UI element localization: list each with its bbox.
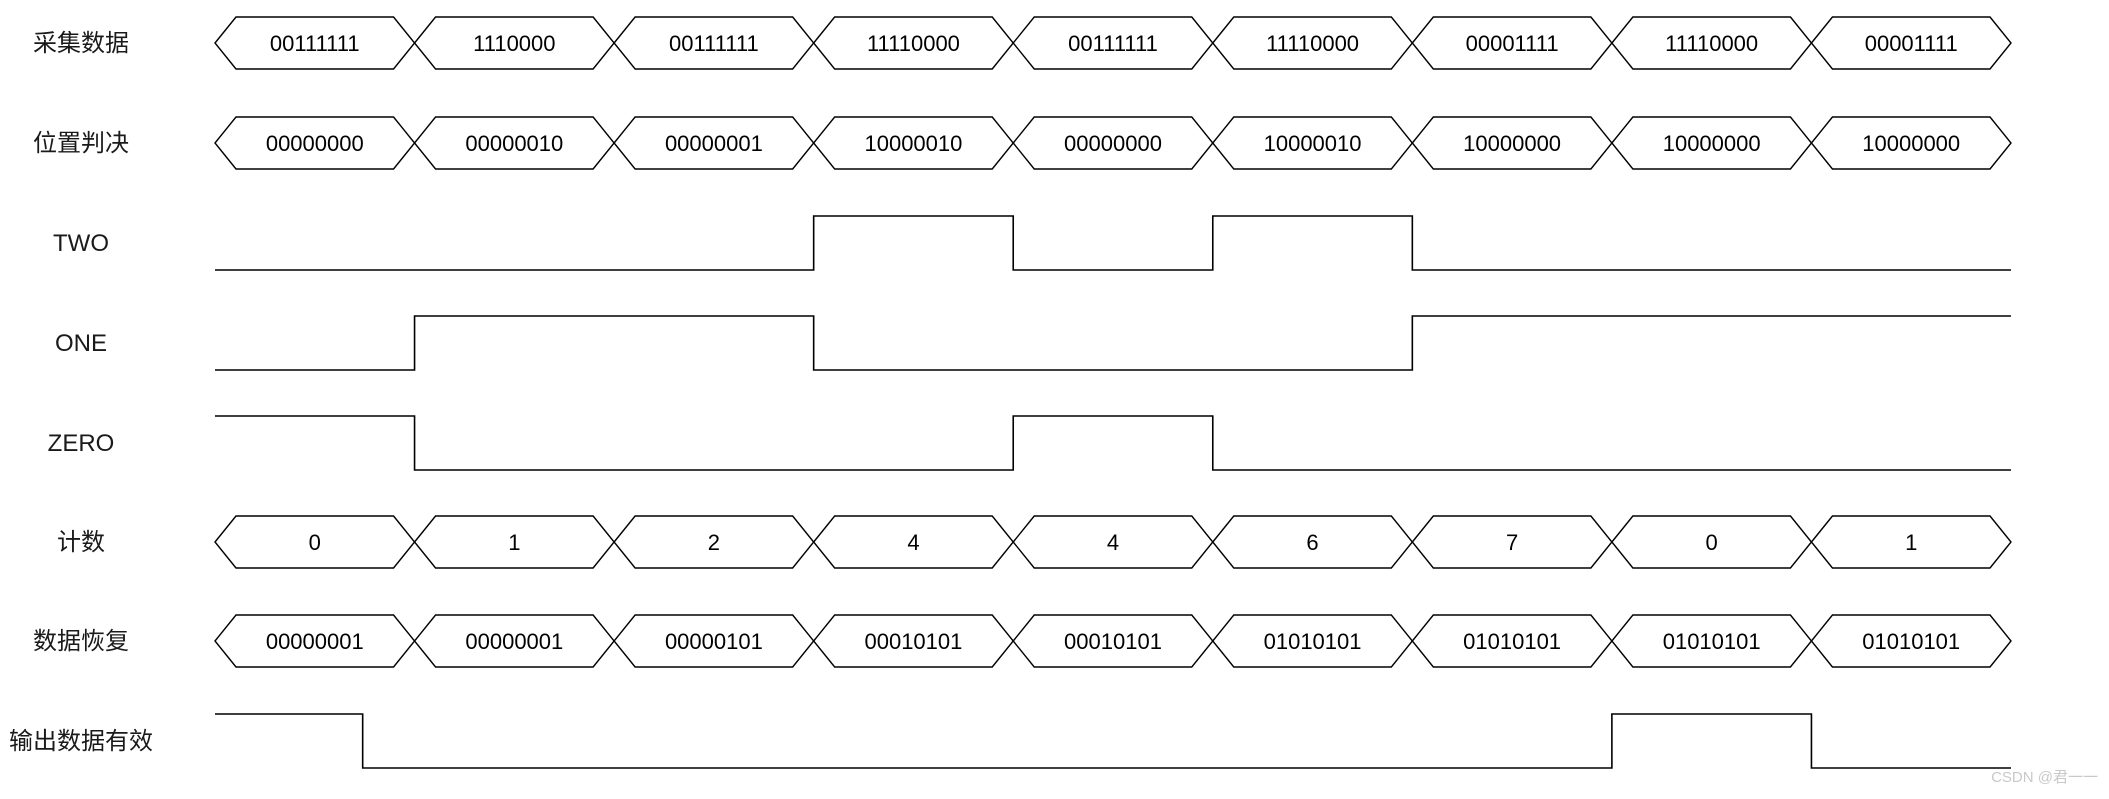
row-label-one: ONE <box>55 330 107 357</box>
watermark: CSDN @君一一 <box>1991 769 2098 786</box>
bus-value: 10000010 <box>1264 131 1362 156</box>
row-label-shuju-huifu: 数据恢复 <box>33 628 129 655</box>
bus-value: 11110000 <box>1266 31 1359 56</box>
bus-value: 10000000 <box>1862 131 1960 156</box>
bus-value: 01010101 <box>1862 629 1960 654</box>
bus-value: 01010101 <box>1264 629 1362 654</box>
bus-value: 00000000 <box>266 131 364 156</box>
row-label-jishu: 计数 <box>57 529 105 556</box>
bus-value: 00000001 <box>465 629 563 654</box>
bus-value: 1 <box>508 530 520 555</box>
bus-row-shuju-huifu: 00000001 00000001 00000101 00010101 00010101… <box>214 614 2012 668</box>
bus-value: 00001111 <box>1466 31 1559 56</box>
row-label-zero: ZERO <box>48 430 115 457</box>
bus-value: 00000001 <box>665 131 763 156</box>
bus-value: 00010101 <box>1064 629 1162 654</box>
bus-value: 11110000 <box>867 31 960 56</box>
waveform-one <box>215 315 2011 371</box>
row-label-weizhi-panjue: 位置判决 <box>33 130 129 157</box>
bus-value: 0 <box>309 530 321 555</box>
bus-segment <box>1810 614 2012 668</box>
bus-value: 01010101 <box>1663 629 1761 654</box>
bus-value: 0 <box>1706 530 1718 555</box>
bus-value: 6 <box>1306 530 1318 555</box>
bus-value: 1 <box>1905 530 1917 555</box>
bus-value: 00111111 <box>669 31 759 56</box>
waveform-zero <box>215 415 2011 471</box>
bus-segment <box>1810 16 2012 70</box>
bus-value: 01010101 <box>1463 629 1561 654</box>
bus-value: 2 <box>708 530 720 555</box>
bus-value: 10000000 <box>1663 131 1761 156</box>
bus-value: 4 <box>907 530 919 555</box>
bus-value: 00000001 <box>266 629 364 654</box>
bus-value: 00001111 <box>1865 31 1958 56</box>
bus-value: 00111111 <box>1068 31 1158 56</box>
waveform-shuchu-shuju-youxiao <box>215 713 2011 769</box>
row-label-caiji-shuju: 采集数据 <box>33 30 129 57</box>
bus-row-jishu: 0 1 2 4 4 6 7 0 1 <box>214 515 2012 569</box>
bus-value: 00000010 <box>465 131 563 156</box>
row-label-shuchu-shuju-youxiao: 输出数据有效 <box>9 728 153 755</box>
row-label-two: TWO <box>53 230 109 257</box>
waveform-two <box>215 215 2011 271</box>
bus-row-weizhi-panjue: 00000000 00000010 00000001 10000010 00000000… <box>214 116 2012 170</box>
bus-value: 4 <box>1107 530 1119 555</box>
bus-value: 10000010 <box>864 131 962 156</box>
bus-value: 7 <box>1506 530 1518 555</box>
bus-value: 10000000 <box>1463 131 1561 156</box>
bus-segment <box>1810 116 2012 170</box>
bus-value: 00000000 <box>1064 131 1162 156</box>
bus-segment <box>1810 515 2012 569</box>
bus-value: 11110000 <box>1665 31 1758 56</box>
bus-value: 00010101 <box>864 629 962 654</box>
bus-value: 1110000 <box>473 31 555 56</box>
bus-value: 00111111 <box>270 31 360 56</box>
bus-row-caiji-shuju: 00111111 1110000 00111111 11110000 00111111 1… <box>214 16 2012 70</box>
bus-value: 00000101 <box>665 629 763 654</box>
